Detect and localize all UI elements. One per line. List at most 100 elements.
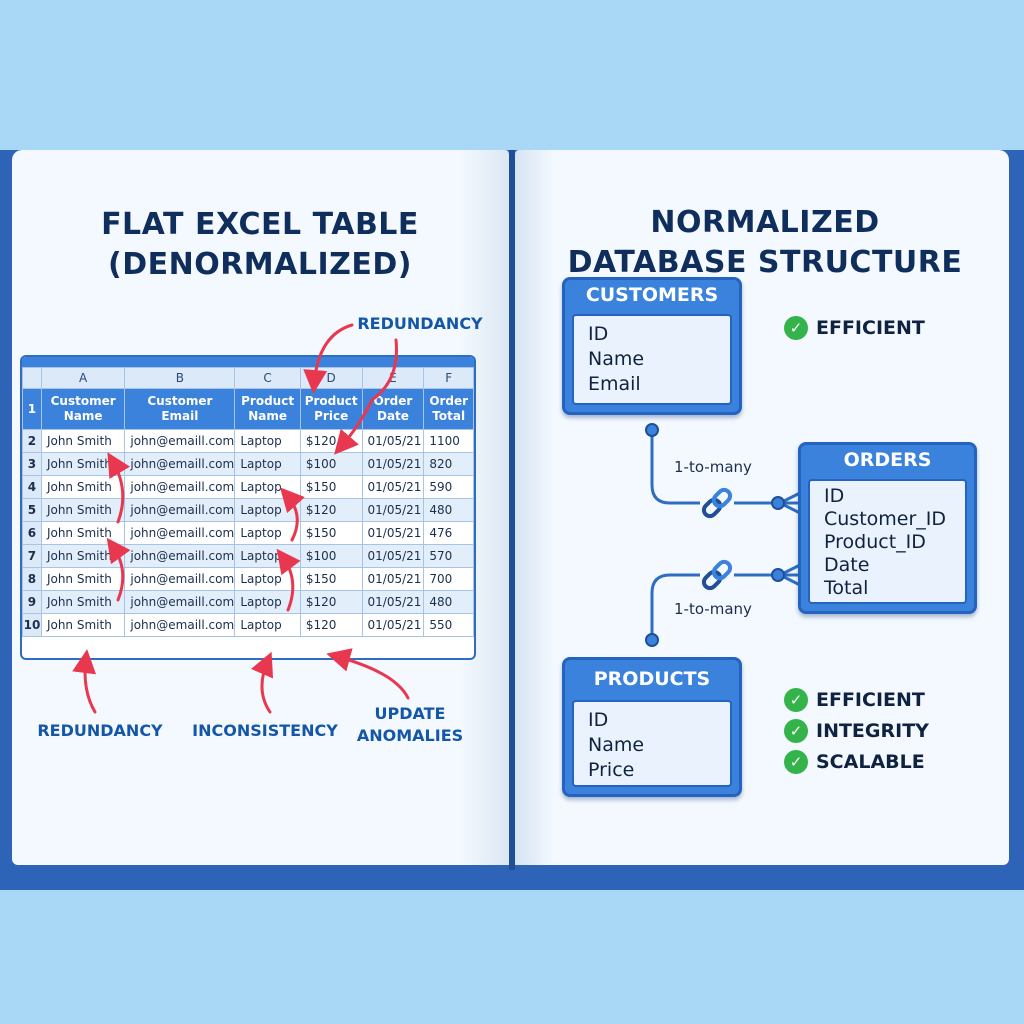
benefit-label: EFFICIENT [816, 317, 925, 339]
chain-link-icon [701, 487, 733, 519]
check-circle-icon: ✓ [784, 316, 808, 340]
entity-field: Date [824, 554, 870, 576]
table-cell[interactable]: 01/05/21 [361, 498, 425, 522]
table-cell[interactable]: Laptop [234, 613, 301, 637]
entity-customers[interactable]: CUSTOMERS ID Name Email [562, 277, 742, 415]
entity-field: ID [588, 323, 609, 345]
table-cell[interactable]: Laptop [234, 475, 301, 499]
entity-customers-fields: ID Name Email [572, 314, 732, 405]
callout-update-line-2: ANOMALIES [356, 726, 464, 745]
check-circle-icon: ✓ [784, 719, 808, 743]
red-arrow-icon [334, 338, 398, 455]
table-cell[interactable]: 01/05/21 [361, 429, 425, 453]
table-cell[interactable]: john@emaill.com [124, 613, 236, 637]
row-number[interactable]: 3 [22, 452, 42, 476]
row-number[interactable]: 4 [22, 475, 42, 499]
connector-dot [645, 633, 659, 647]
table-cell[interactable]: Laptop [234, 429, 301, 453]
table-cell[interactable]: John Smith [40, 613, 126, 637]
table-cell[interactable]: John Smith [40, 498, 126, 522]
table-cell[interactable]: 480 [423, 590, 474, 614]
red-arrow-icon [72, 649, 97, 714]
benefit-efficient-top: ✓ EFFICIENT [784, 316, 925, 340]
table-cell[interactable]: John Smith [40, 521, 126, 545]
entity-products-fields: ID Name Price [572, 700, 732, 787]
red-arrow-icon [279, 487, 305, 542]
table-cell[interactable]: john@emaill.com [124, 498, 236, 522]
row-number[interactable]: 2 [22, 429, 42, 453]
table-cell[interactable]: John Smith [40, 567, 126, 591]
table-cell[interactable]: $120 [299, 590, 363, 614]
table-cell[interactable]: 01/05/21 [361, 452, 425, 476]
table-cell[interactable]: 550 [423, 613, 474, 637]
entity-field: ID [588, 709, 609, 731]
table-cell[interactable]: $150 [299, 521, 363, 545]
table-cell[interactable]: 01/05/21 [361, 590, 425, 614]
red-arrow-icon [106, 537, 131, 602]
connector-dot [645, 423, 659, 437]
table-cell[interactable]: Laptop [234, 521, 301, 545]
table-cell[interactable]: 700 [423, 567, 474, 591]
table-cell[interactable]: john@emaill.com [124, 544, 236, 568]
entity-products-title: PRODUCTS [593, 668, 711, 690]
entity-orders[interactable]: ORDERS ID Customer_ID Product_ID Date To… [798, 442, 977, 614]
table-cell[interactable]: John Smith [40, 590, 126, 614]
row-number[interactable]: 5 [22, 498, 42, 522]
column-letter[interactable]: C [234, 367, 301, 389]
red-arrow-icon [251, 651, 274, 714]
table-cell[interactable]: john@emaill.com [124, 429, 236, 453]
benefit-label: SCALABLE [816, 751, 925, 773]
red-arrow-icon [326, 648, 410, 700]
table-cell[interactable]: 590 [423, 475, 474, 499]
relation-label-products-orders: 1-to-many [674, 600, 752, 618]
entity-field: Name [588, 348, 645, 370]
red-arrow-icon [107, 452, 131, 524]
table-cell[interactable]: 570 [423, 544, 474, 568]
benefit-scalable: ✓ SCALABLE [784, 750, 925, 774]
table-cell[interactable]: 01/05/21 [361, 567, 425, 591]
table-cell[interactable]: $100 [299, 544, 363, 568]
check-circle-icon: ✓ [784, 750, 808, 774]
red-arrow-icon [276, 548, 301, 612]
table-cell[interactable]: 01/05/21 [361, 475, 425, 499]
table-cell[interactable]: John Smith [40, 429, 126, 453]
entity-orders-fields: ID Customer_ID Product_ID Date Total [808, 479, 967, 604]
callout-inconsistency: INCONSISTENCY [192, 721, 338, 740]
entity-field: Price [588, 759, 635, 781]
right-title-line-1: NORMALIZED [650, 205, 880, 240]
entity-field: Name [588, 734, 645, 756]
column-letter[interactable]: B [124, 367, 236, 389]
column-letter[interactable]: A [40, 367, 126, 389]
column-letter[interactable]: E [361, 367, 425, 389]
table-cell[interactable]: $120 [299, 613, 363, 637]
entity-products[interactable]: PRODUCTS ID Name Price [562, 657, 742, 797]
check-circle-icon: ✓ [784, 688, 808, 712]
table-cell[interactable]: $150 [299, 567, 363, 591]
select-all-corner[interactable] [22, 367, 42, 389]
table-cell[interactable]: 01/05/21 [361, 521, 425, 545]
row-number[interactable]: 6 [22, 521, 42, 545]
left-page-title: FLAT EXCEL TABLE (DENORMALIZED) [60, 205, 460, 285]
table-cell[interactable]: Laptop [234, 590, 301, 614]
book-spine [509, 150, 515, 870]
table-cell[interactable]: 01/05/21 [361, 613, 425, 637]
row-number[interactable]: 1 [22, 388, 42, 430]
table-cell[interactable]: $120 [299, 498, 363, 522]
table-cell[interactable]: 1100 [423, 429, 474, 453]
callout-redundancy-bottom: REDUNDANCY [37, 721, 163, 740]
